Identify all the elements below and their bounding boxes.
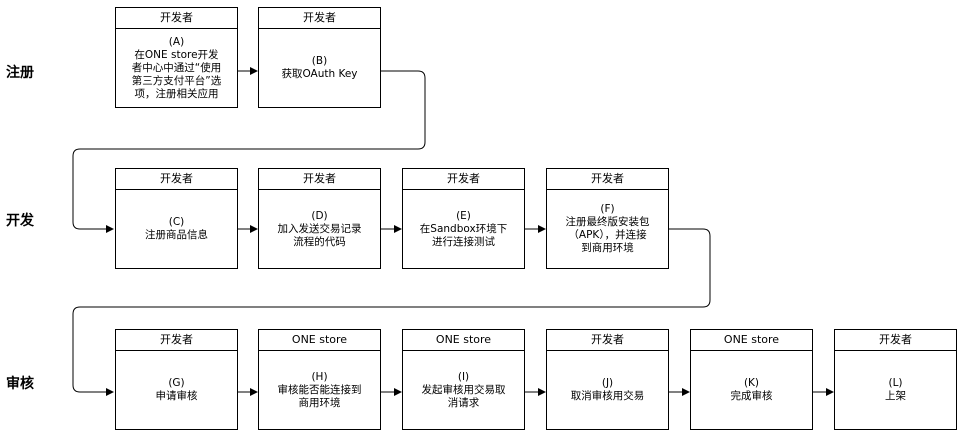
step-id: (F) xyxy=(600,203,615,215)
step-card-e: 开发者 (E)在Sandbox环境下 进行连接测试 xyxy=(402,168,525,269)
step-id: (E) xyxy=(456,209,471,222)
step-actor: 开发者 xyxy=(116,8,237,29)
step-id: (K) xyxy=(743,377,760,389)
step-actor: ONE store xyxy=(691,330,812,351)
step-card-a: 开发者 (A)在ONE store开发 者中心中通过“使用 第三方支付平台”选 … xyxy=(115,7,238,108)
step-text: 获取OAuth Key xyxy=(281,68,358,80)
stage-label-register: 注册 xyxy=(6,65,34,81)
step-text: 注册最终版安装包 （APK），并连接 到商用环境 xyxy=(565,216,650,254)
step-actor: 开发者 xyxy=(403,169,524,190)
step-card-c: 开发者 (C)注册商品信息 xyxy=(115,168,238,269)
step-actor: 开发者 xyxy=(547,330,668,351)
step-text: 加入发送交易记录 流程的代码 xyxy=(277,222,362,248)
stage-label-review: 审核 xyxy=(6,376,34,392)
step-card-g: 开发者 (G)申请审核 xyxy=(115,329,238,430)
step-id: (L) xyxy=(888,377,903,389)
stage-label-develop: 开发 xyxy=(6,213,34,229)
step-card-f: 开发者 (F)注册最终版安装包 （APK），并连接 到商用环境 xyxy=(546,168,669,269)
step-card-j: 开发者 (J)取消审核用交易 xyxy=(546,329,669,430)
step-actor: 开发者 xyxy=(116,330,237,351)
step-text: 注册商品信息 xyxy=(145,229,208,241)
step-id: (G) xyxy=(168,377,185,389)
step-actor: ONE store xyxy=(403,330,524,351)
step-text: 申请审核 xyxy=(155,390,198,402)
step-id: (H) xyxy=(311,370,328,383)
arrow-f-to-g xyxy=(72,228,711,396)
step-text: 完成审核 xyxy=(730,390,773,402)
step-id: (C) xyxy=(168,216,185,228)
step-actor: 开发者 xyxy=(259,8,380,29)
step-card-l: 开发者 (L)上架 xyxy=(834,329,957,430)
step-actor: 开发者 xyxy=(259,169,380,190)
step-id: (D) xyxy=(311,209,328,222)
step-id: (A) xyxy=(168,35,185,48)
step-id: (B) xyxy=(311,55,328,67)
step-card-i: ONE store (I)发起审核用交易取 消请求 xyxy=(402,329,525,430)
arrow-b-to-c xyxy=(72,70,426,233)
step-card-b: 开发者 (B)获取OAuth Key xyxy=(258,7,381,108)
step-text: 在ONE store开发 者中心中通过“使用 第三方支付平台”选 项，注册相关应… xyxy=(131,48,222,100)
step-id: (J) xyxy=(601,377,614,389)
step-actor: 开发者 xyxy=(116,169,237,190)
step-actor: 开发者 xyxy=(835,330,956,351)
step-text: 审核能否能连接到 商用环境 xyxy=(277,383,362,409)
step-card-d: 开发者 (D)加入发送交易记录 流程的代码 xyxy=(258,168,381,269)
step-text: 上架 xyxy=(885,390,906,402)
step-id: (I) xyxy=(457,370,470,383)
step-actor: 开发者 xyxy=(547,169,668,190)
step-actor: ONE store xyxy=(259,330,380,351)
step-text: 发起审核用交易取 消请求 xyxy=(421,383,506,409)
step-card-k: ONE store (K)完成审核 xyxy=(690,329,813,430)
step-text: 取消审核用交易 xyxy=(570,390,645,402)
step-card-h: ONE store (H)审核能否能连接到 商用环境 xyxy=(258,329,381,430)
step-text: 在Sandbox环境下 进行连接测试 xyxy=(419,222,508,248)
